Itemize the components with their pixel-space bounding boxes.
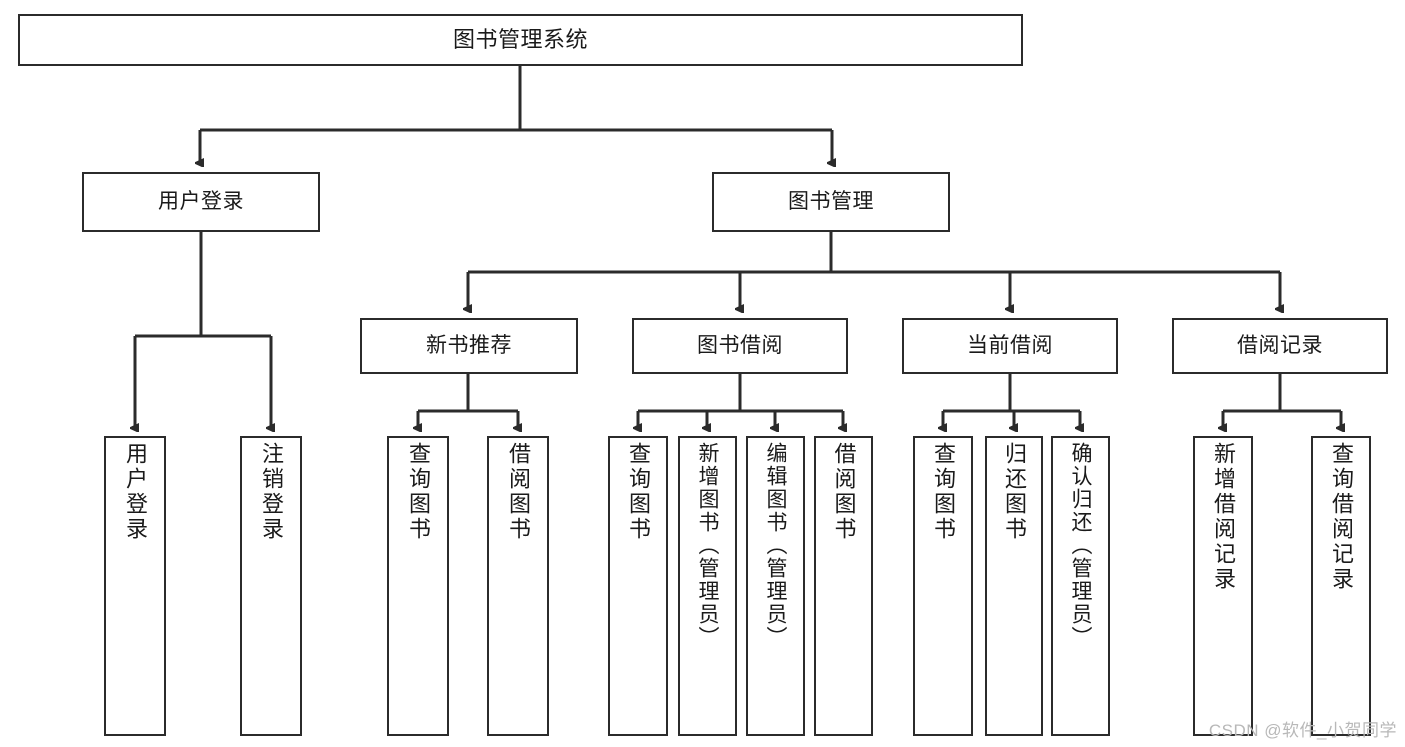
leaf-query-book-newbook[interactable]: 查询图书 (387, 436, 449, 736)
node-label: 当前借阅 (967, 334, 1053, 358)
leaf-borrow-book-newbook[interactable]: 借阅图书 (487, 436, 549, 736)
leaf-query-book-borrow[interactable]: 查询图书 (608, 436, 668, 736)
leaf-add-borrow-record[interactable]: 新增借阅记录 (1193, 436, 1253, 736)
node-label: 图书管理 (788, 190, 874, 214)
node-label: 借阅图书 (506, 442, 531, 542)
node-label: 借阅记录 (1237, 334, 1323, 358)
leaf-query-borrow-record[interactable]: 查询借阅记录 (1311, 436, 1371, 736)
node-label: 确认归还（管理员） (1069, 442, 1092, 649)
node-label: 查询借阅记录 (1329, 442, 1354, 592)
node-new-book-recommend[interactable]: 新书推荐 (360, 318, 578, 374)
node-user-login[interactable]: 用户登录 (82, 172, 320, 232)
node-label: 注销登录 (259, 442, 284, 542)
node-book-borrow[interactable]: 图书借阅 (632, 318, 848, 374)
node-label: 查询图书 (406, 442, 431, 542)
leaf-confirm-return-admin[interactable]: 确认归还（管理员） (1051, 436, 1110, 736)
leaf-logout[interactable]: 注销登录 (240, 436, 302, 736)
node-label: 查询图书 (626, 442, 651, 542)
node-label: 新书推荐 (426, 334, 512, 358)
node-book-management[interactable]: 图书管理 (712, 172, 950, 232)
node-label: 图书借阅 (697, 334, 783, 358)
node-label: 归还图书 (1002, 442, 1027, 542)
node-current-borrow[interactable]: 当前借阅 (902, 318, 1118, 374)
node-label: 借阅图书 (831, 442, 857, 542)
node-label: 用户登录 (158, 190, 244, 214)
leaf-return-book[interactable]: 归还图书 (985, 436, 1043, 736)
leaf-query-book-current[interactable]: 查询图书 (913, 436, 973, 736)
leaf-edit-book-admin[interactable]: 编辑图书（管理员） (746, 436, 805, 736)
leaf-user-login[interactable]: 用户登录 (104, 436, 166, 736)
node-label: 图书管理系统 (452, 26, 588, 52)
node-label: 查询图书 (931, 442, 956, 542)
node-label: 编辑图书（管理员） (764, 442, 787, 649)
node-borrow-record[interactable]: 借阅记录 (1172, 318, 1388, 374)
leaf-add-book-admin[interactable]: 新增图书（管理员） (678, 436, 737, 736)
leaf-borrow-book[interactable]: 借阅图书 (814, 436, 873, 736)
node-label: 新增借阅记录 (1211, 442, 1236, 592)
node-label: 新增图书（管理员） (696, 442, 719, 649)
node-label: 用户登录 (123, 442, 148, 542)
node-root-system[interactable]: 图书管理系统 (18, 14, 1023, 66)
watermark: CSDN @软件_小贺同学 (1208, 721, 1397, 740)
